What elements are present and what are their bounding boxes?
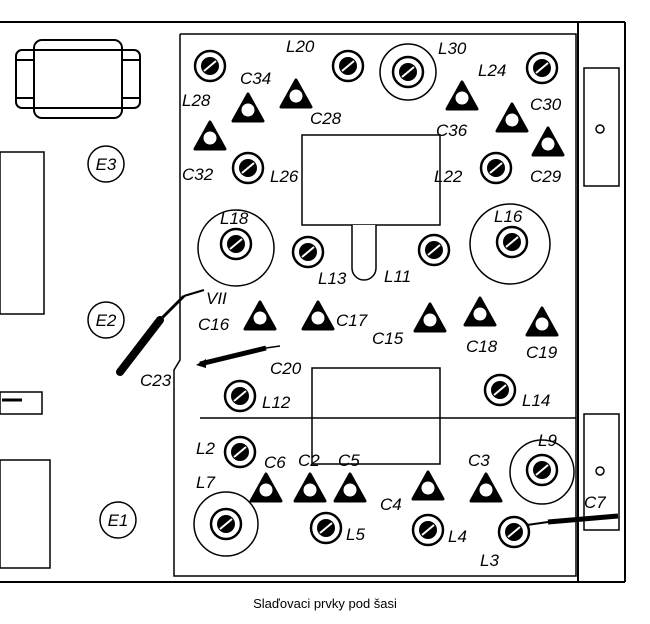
label-L24: L24 bbox=[478, 61, 506, 80]
label-C4: C4 bbox=[380, 495, 402, 514]
trimmer-C17 bbox=[301, 300, 335, 331]
screwdriver-C7 bbox=[519, 513, 619, 527]
label-L4: L4 bbox=[448, 527, 467, 546]
coil-L3 bbox=[497, 515, 531, 549]
trimmer-C36 bbox=[445, 80, 479, 111]
coil-L24 bbox=[525, 51, 559, 85]
trimmer-C3 bbox=[469, 472, 503, 503]
trimmer-C19 bbox=[525, 306, 559, 337]
trimmer-C28 bbox=[279, 78, 313, 109]
coil-L2 bbox=[223, 435, 257, 469]
left-module-upper bbox=[0, 151, 45, 315]
label-L14: L14 bbox=[522, 391, 550, 410]
label-E3: E3 bbox=[96, 155, 117, 174]
label-C29: C29 bbox=[530, 167, 562, 186]
label-C18: C18 bbox=[466, 337, 498, 356]
right-bracket-upper bbox=[583, 67, 620, 187]
coil-L22 bbox=[479, 151, 513, 185]
coil-L11 bbox=[417, 233, 451, 267]
label-C28: C28 bbox=[310, 109, 342, 128]
coil-L26 bbox=[231, 151, 265, 185]
label-L22: L22 bbox=[434, 167, 463, 186]
probe-C23 bbox=[116, 289, 205, 376]
label-C32: C32 bbox=[182, 165, 214, 184]
label-C7: C7 bbox=[584, 493, 606, 512]
alignment-diagram: E3 E2 E1 L20 L30 L24 C34 L28 C28 C30 C36… bbox=[0, 21, 626, 583]
label-L2: L2 bbox=[196, 439, 215, 458]
trimmer-C18 bbox=[463, 296, 497, 327]
screwdriver-C20 bbox=[196, 345, 281, 368]
chassis-outline bbox=[0, 21, 626, 583]
trimmer-C2 bbox=[293, 472, 327, 503]
coil-L12 bbox=[223, 379, 257, 413]
label-L30: L30 bbox=[438, 39, 467, 58]
coil-L18 bbox=[219, 227, 253, 261]
label-L13: L13 bbox=[318, 269, 347, 288]
marker-E3: E3 bbox=[87, 145, 125, 183]
label-L3: L3 bbox=[480, 551, 499, 570]
coil-L13 bbox=[291, 235, 325, 269]
main-board bbox=[173, 33, 577, 577]
coil-L28 bbox=[193, 49, 227, 83]
trimmer-C29 bbox=[531, 126, 565, 157]
label-L9: L9 bbox=[538, 431, 557, 450]
label-L18: L18 bbox=[220, 209, 249, 228]
label-C17: C17 bbox=[336, 311, 368, 330]
label-C5: C5 bbox=[338, 451, 360, 470]
label-L12: L12 bbox=[262, 393, 291, 412]
label-L28: L28 bbox=[182, 91, 211, 110]
label-C30: C30 bbox=[530, 95, 562, 114]
label-E2: E2 bbox=[96, 311, 117, 330]
trimmer-C6 bbox=[249, 472, 283, 503]
label-C2: C2 bbox=[298, 451, 320, 470]
transformer bbox=[15, 39, 141, 119]
label-L11: L11 bbox=[384, 267, 411, 286]
trimmer-C16 bbox=[243, 300, 277, 331]
coil-L16 bbox=[495, 225, 529, 259]
coil-L7 bbox=[209, 507, 243, 541]
coil-L20 bbox=[331, 49, 365, 83]
trimmer-C34 bbox=[231, 92, 265, 123]
label-VII: VII bbox=[206, 289, 227, 308]
marker-E2: E2 bbox=[87, 301, 125, 339]
trimmer-C4 bbox=[411, 470, 445, 501]
label-C19: C19 bbox=[526, 343, 558, 362]
label-L7: L7 bbox=[196, 473, 215, 492]
trimmer-C32 bbox=[193, 120, 227, 151]
label-C16: C16 bbox=[198, 315, 230, 334]
coil-L4 bbox=[411, 513, 445, 547]
left-module-lower bbox=[0, 459, 51, 569]
label-C20: C20 bbox=[270, 359, 302, 378]
marker-E1: E1 bbox=[99, 501, 137, 539]
label-L5: L5 bbox=[346, 525, 365, 544]
label-C15: C15 bbox=[372, 329, 404, 348]
label-C23: C23 bbox=[140, 371, 172, 390]
right-bracket-lower bbox=[583, 413, 620, 531]
trimmer-C5 bbox=[333, 472, 367, 503]
label-L26: L26 bbox=[270, 167, 299, 186]
label-E1: E1 bbox=[108, 511, 129, 530]
label-C36: C36 bbox=[436, 121, 468, 140]
coil-L30 bbox=[391, 55, 425, 89]
label-C6: C6 bbox=[264, 453, 286, 472]
label-C3: C3 bbox=[468, 451, 490, 470]
trimmer-C15 bbox=[413, 302, 447, 333]
left-connector bbox=[0, 391, 43, 415]
label-L20: L20 bbox=[286, 37, 315, 56]
label-L16: L16 bbox=[494, 207, 523, 226]
coil-L9 bbox=[525, 453, 559, 487]
figure-caption: Slaďovaci prvky pod šasi bbox=[253, 596, 397, 611]
coil-L14 bbox=[483, 373, 517, 407]
coil-L5 bbox=[309, 511, 343, 545]
label-C34: C34 bbox=[240, 69, 271, 88]
trimmer-C30 bbox=[495, 102, 529, 133]
